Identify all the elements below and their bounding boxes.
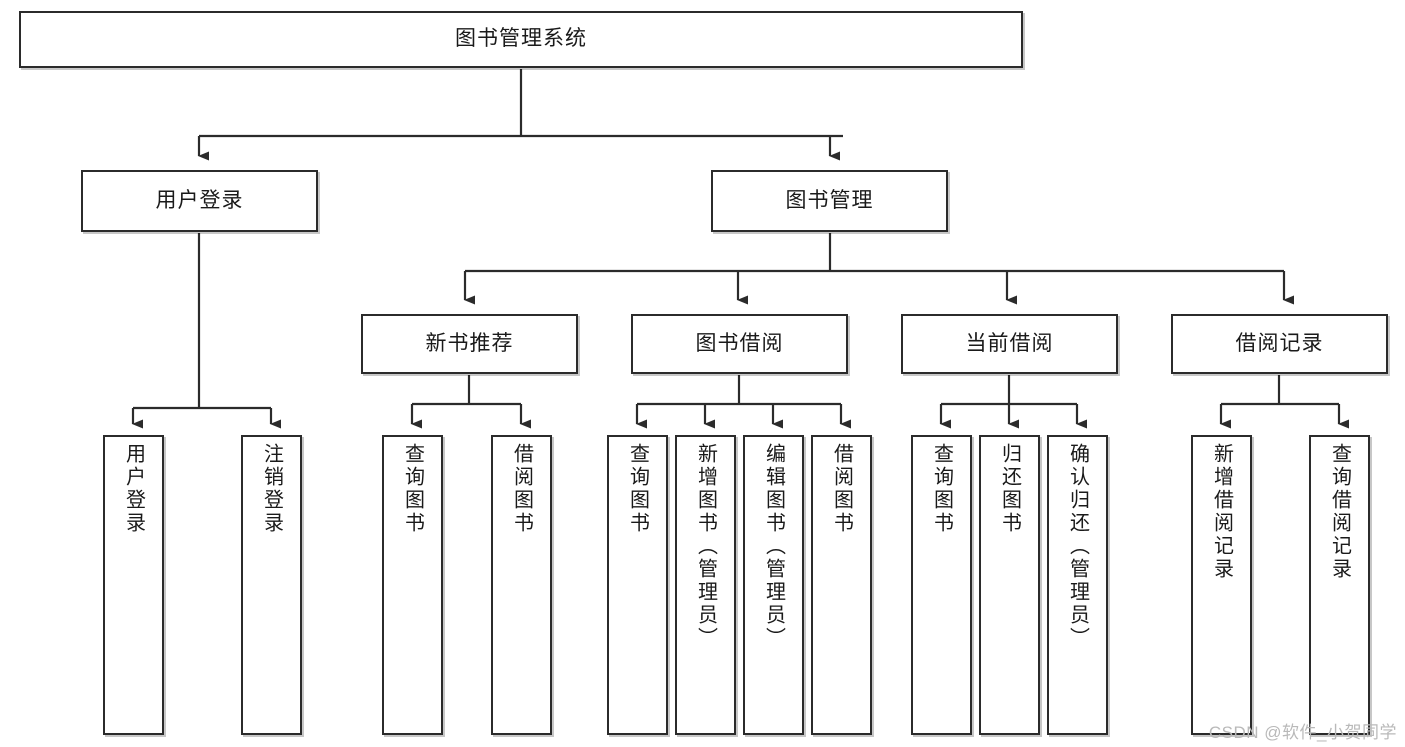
node-label: 归还图书	[998, 443, 1021, 535]
leaf-user-login[interactable]: 用户登录	[103, 435, 164, 735]
node-book-management[interactable]: 图书管理	[711, 170, 948, 232]
leaf-logout[interactable]: 注销登录	[241, 435, 302, 735]
leaf-query-books-recommend[interactable]: 查询图书	[382, 435, 443, 735]
node-new-book-recommendation[interactable]: 新书推荐	[361, 314, 578, 374]
node-label: 当前借阅	[965, 331, 1054, 355]
node-label: 借阅记录	[1235, 331, 1324, 355]
leaf-confirm-return-admin[interactable]: 确认归还（管理员）	[1047, 435, 1108, 735]
leaf-edit-book-admin[interactable]: 编辑图书（管理员）	[743, 435, 804, 735]
node-label: 编辑图书（管理员）	[762, 443, 785, 650]
node-label: 图书管理	[785, 188, 874, 212]
leaf-query-borrow-record[interactable]: 查询借阅记录	[1309, 435, 1370, 735]
node-label: 图书管理系统	[455, 27, 587, 51]
node-label: 新增借阅记录	[1210, 443, 1233, 581]
node-book-borrowing[interactable]: 图书借阅	[631, 314, 848, 374]
node-label: 借阅图书	[510, 443, 533, 535]
node-user-login[interactable]: 用户登录	[81, 170, 318, 232]
leaf-borrow-books[interactable]: 借阅图书	[811, 435, 872, 735]
node-label: 用户登录	[155, 188, 244, 212]
node-label: 新书推荐	[425, 331, 514, 355]
node-root-book-management-system[interactable]: 图书管理系统	[19, 11, 1023, 68]
node-label: 新增图书（管理员）	[694, 443, 717, 650]
leaf-borrow-books-recommend[interactable]: 借阅图书	[491, 435, 552, 735]
node-label: 确认归还（管理员）	[1066, 443, 1089, 650]
node-label: 图书借阅	[695, 331, 784, 355]
csdn-watermark: CSDN @软件_小贺同学	[1208, 723, 1397, 742]
node-label: 借阅图书	[830, 443, 853, 535]
node-label: 用户登录	[122, 443, 145, 535]
node-label: 查询图书	[626, 443, 649, 535]
leaf-add-book-admin[interactable]: 新增图书（管理员）	[675, 435, 736, 735]
leaf-query-books-current[interactable]: 查询图书	[911, 435, 972, 735]
node-borrowing-records[interactable]: 借阅记录	[1171, 314, 1388, 374]
node-current-borrowing[interactable]: 当前借阅	[901, 314, 1118, 374]
node-label: 查询图书	[930, 443, 953, 535]
leaf-query-books-borrow[interactable]: 查询图书	[607, 435, 668, 735]
leaf-return-books[interactable]: 归还图书	[979, 435, 1040, 735]
node-label: 注销登录	[260, 443, 283, 535]
node-label: 查询图书	[401, 443, 424, 535]
leaf-add-borrow-record[interactable]: 新增借阅记录	[1191, 435, 1252, 735]
node-label: 查询借阅记录	[1328, 443, 1351, 581]
